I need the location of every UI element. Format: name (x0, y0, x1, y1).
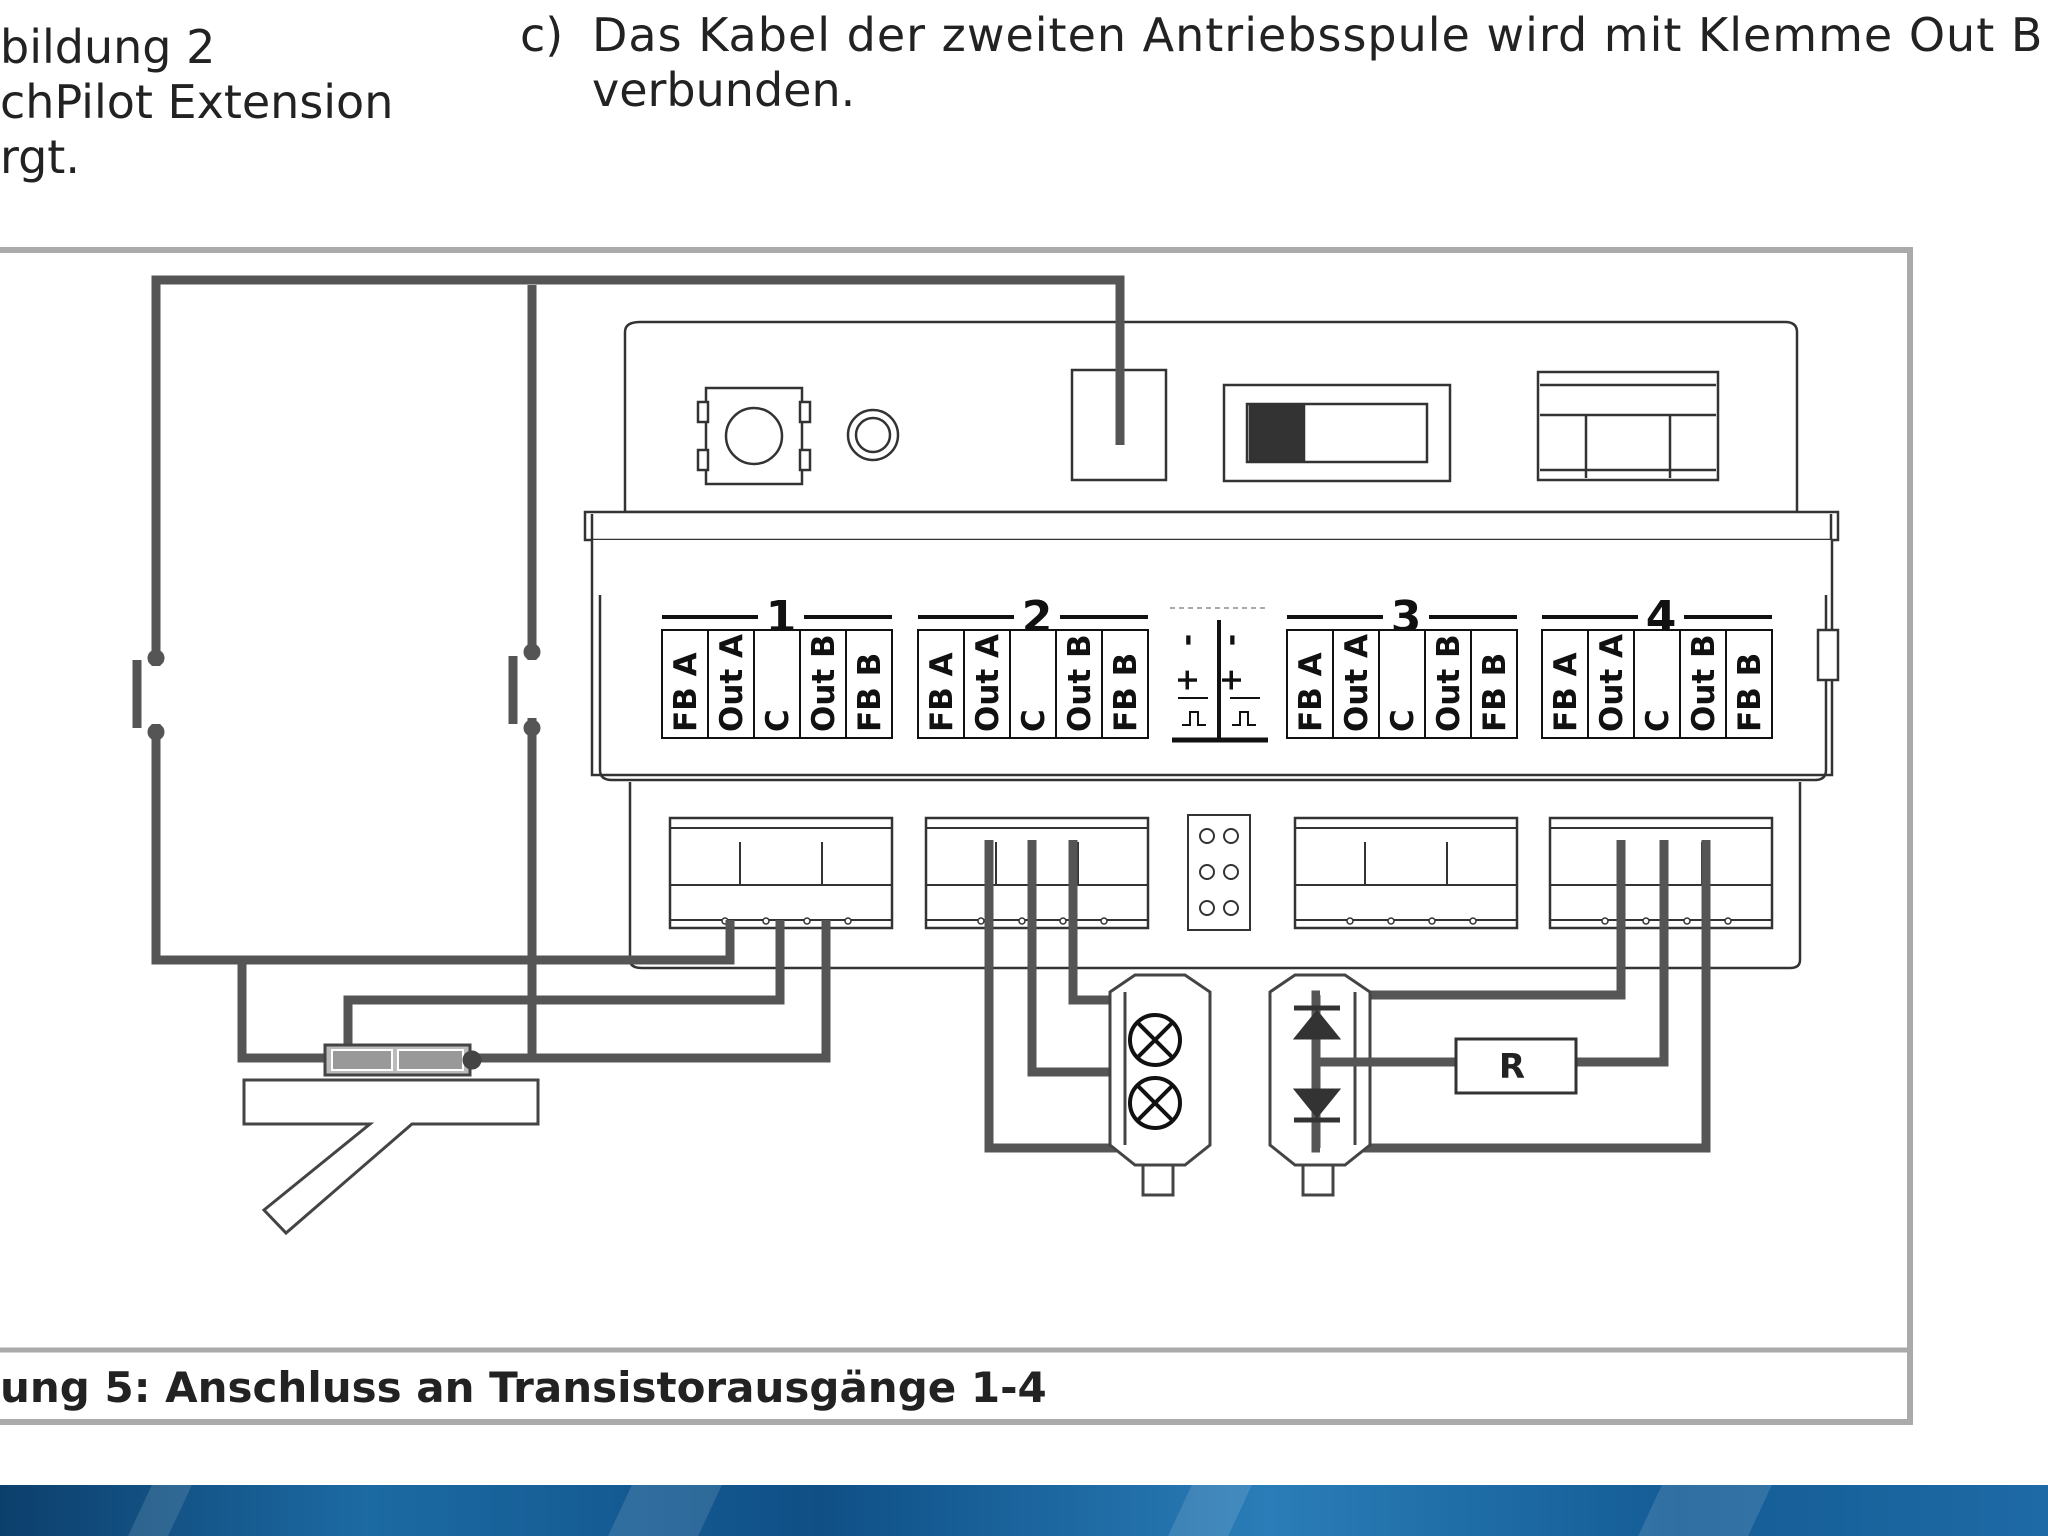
step-marker: c) (520, 8, 564, 62)
diode-wiring (1311, 990, 1456, 1153)
terminal-screw (1387, 917, 1395, 925)
terminal-screw (1601, 917, 1609, 925)
terminal-screw (977, 917, 985, 925)
step-text-line: verbunden. (592, 63, 856, 117)
turnout-motor (323, 1043, 482, 1077)
terminal-screw (1346, 917, 1354, 925)
push-button (696, 386, 812, 486)
terminal-label: Out B (1431, 634, 1467, 732)
terminal-screw (1724, 917, 1732, 925)
resistor-label: R (1499, 1047, 1525, 1087)
terminal-screw (1100, 917, 1108, 925)
terminal-label-box (917, 629, 1149, 739)
program-connector (1536, 370, 1720, 482)
terminal-label: Out A (1594, 634, 1630, 732)
band-streak (608, 1485, 722, 1536)
left-text-line: rgt. (0, 130, 80, 184)
turnout-track (242, 1078, 540, 1236)
terminal-label: FB B (1732, 653, 1768, 732)
step-text: Das Kabel der zweiten Antriebsspule wird… (592, 8, 2044, 118)
wire-diode-1 (1320, 840, 1626, 1000)
terminal-label: FB B (1108, 653, 1144, 732)
terminal-label: Out B (806, 634, 842, 732)
wire-lamp-2 (1027, 840, 1135, 1077)
terminal-label: C (1385, 709, 1421, 732)
switch-gap-left (150, 666, 164, 724)
terminal-label: FB A (924, 652, 960, 732)
band-streak (128, 1485, 192, 1536)
led-indicator (846, 408, 900, 462)
left-text-line: bildung 2 (0, 20, 216, 74)
terminal-screw (1642, 917, 1650, 925)
contact-switch-right (508, 643, 541, 737)
power-terminal-block (1170, 607, 1268, 743)
terminal-screw (844, 917, 852, 925)
terminal-screw (1059, 917, 1067, 925)
terminal-label: FB A (1548, 652, 1584, 732)
terminal-label: C (760, 709, 796, 732)
terminal-label: FB A (1293, 652, 1329, 732)
terminal-label: FB B (852, 653, 888, 732)
power-plus-right: + (1214, 667, 1249, 692)
terminal-strip (668, 816, 894, 930)
terminal-strips (668, 816, 1774, 930)
terminal-label-box (661, 629, 893, 739)
band-streak (1638, 1485, 1772, 1536)
center-pin-header (1187, 814, 1251, 931)
band-streak (1168, 1485, 1252, 1536)
wire-common-return (151, 275, 1125, 965)
wire-out-b-1 (470, 920, 831, 1063)
lamp-icon (1128, 1013, 1182, 1130)
footer-band (0, 1485, 2048, 1536)
figure-frame (0, 247, 1913, 1425)
switch-gap-right (526, 660, 540, 718)
step-text-line: Das Kabel der zweiten Antriebsspule wird… (592, 8, 2044, 62)
wire-out-a-1 (343, 920, 785, 1058)
left-text-line: chPilot Extension (0, 75, 394, 129)
terminal-label: FB B (1477, 653, 1513, 732)
terminal-screw (803, 917, 811, 925)
device-housing (583, 320, 1840, 970)
terminal-screw (1469, 917, 1477, 925)
terminal-label: Out A (970, 634, 1006, 732)
terminal-label: Out A (1339, 634, 1375, 732)
terminal-label: FB A (668, 652, 704, 732)
figure-caption: ung 5: Anschluss an Transistorausgänge 1… (0, 1362, 1047, 1412)
left-column-text: bildung 2 chPilot Extension rgt. (0, 20, 420, 185)
power-plus-left: + (1170, 667, 1205, 692)
terminal-label: C (1016, 709, 1052, 732)
terminal-label: Out B (1062, 634, 1098, 732)
terminal-label: Out B (1686, 634, 1722, 732)
terminal-screw (762, 917, 770, 925)
terminal-screw (1018, 917, 1026, 925)
terminal-strip (1293, 816, 1519, 930)
wire-diode-3 (1320, 840, 1711, 1153)
wire-resistor (1576, 840, 1669, 1067)
terminal-screw (1428, 917, 1436, 925)
power-minus-right: - (1214, 634, 1249, 646)
terminal-label-box (1541, 629, 1773, 739)
terminal-strip (924, 816, 1150, 930)
terminal-label-box (1286, 629, 1518, 739)
contact-switch-left (132, 649, 165, 741)
terminal-label: C (1640, 709, 1676, 732)
wire-motor-left (237, 962, 328, 1063)
diode-icon (1292, 1005, 1342, 1123)
power-minus-left: - (1170, 634, 1205, 646)
resistor (1454, 1037, 1578, 1095)
terminal-screw (1683, 917, 1691, 925)
slide-switch (1222, 383, 1452, 483)
terminal-label: Out A (714, 634, 750, 732)
